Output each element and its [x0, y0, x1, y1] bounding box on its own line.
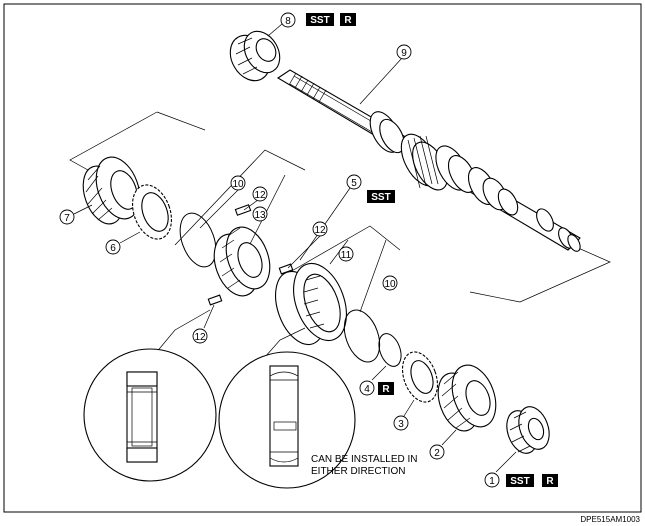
callout-12-top-label: 12: [254, 190, 266, 201]
callout-12-middle: 12: [312, 221, 328, 237]
snap-ring-4: [378, 333, 402, 367]
snap-ring-left: [179, 212, 217, 268]
badge-sst-bottom-label: SST: [510, 476, 529, 487]
detail-view-right: [218, 351, 356, 489]
callout-6: 6: [105, 239, 121, 255]
clutch-hub-13: [213, 226, 271, 297]
badge-sst-top: SST: [306, 13, 334, 26]
badge-sst-middle: SST: [367, 190, 395, 203]
diagram-border: [3, 3, 642, 513]
callout-3-label: 3: [398, 419, 404, 430]
badge-r-top: R: [340, 13, 356, 26]
sleeve-11: [275, 262, 347, 346]
callout-6-label: 6: [110, 243, 116, 254]
callout-4-label: 4: [364, 384, 370, 395]
badge-sst-middle-label: SST: [371, 192, 390, 203]
callout-1: 1: [484, 472, 500, 488]
callout-11-label: 11: [341, 250, 352, 261]
badge-r-part4-label: R: [382, 384, 390, 395]
callout-12-top: 12: [252, 186, 268, 202]
bearing-top: [229, 30, 281, 82]
callout-7: 7: [59, 209, 75, 225]
callout-12-lower: 12: [192, 328, 208, 344]
callout-10-right: 10: [382, 275, 398, 291]
callout-10-right-label: 10: [384, 279, 396, 290]
synchronizer-ring-6: [132, 184, 172, 240]
callout-10-left-label: 10: [232, 179, 244, 190]
badge-r-top-label: R: [344, 15, 352, 26]
installation-note-line-1: CAN BE INSTALLED IN: [311, 454, 418, 465]
gear-part-7: [82, 156, 141, 225]
callout-7-label: 7: [64, 213, 70, 224]
callout-5: 5: [346, 174, 362, 190]
callout-10-left: 10: [230, 175, 246, 191]
callout-9: 9: [396, 44, 412, 60]
snap-ring-right: [343, 309, 381, 363]
badge-r-bottom: R: [542, 474, 558, 487]
gear-part-2: [437, 364, 497, 432]
callout-13: 13: [252, 206, 268, 222]
badge-sst-top-label: SST: [310, 15, 329, 26]
callout-2: 2: [429, 444, 445, 460]
bearing-1: [506, 406, 550, 454]
callout-12-lower-label: 12: [194, 332, 206, 343]
synchronizer-ring-3: [401, 351, 439, 403]
callout-3: 3: [393, 415, 409, 431]
callout-2-label: 2: [434, 448, 440, 459]
key-lower: [207, 294, 223, 306]
callout-12-middle-label: 12: [314, 225, 326, 236]
figure-code: DPE515AM1003: [580, 515, 640, 524]
callout-13-label: 13: [254, 210, 266, 221]
callout-8-label: 8: [285, 16, 291, 27]
badge-sst-bottom: SST: [506, 474, 534, 487]
detail-view-left: [83, 348, 217, 482]
callout-9-label: 9: [401, 48, 407, 59]
callout-5-label: 5: [351, 178, 357, 189]
callout-4: 4: [359, 380, 375, 396]
callout-8: 8: [280, 12, 296, 28]
callout-11: 11: [338, 246, 354, 262]
badge-r-bottom-label: R: [546, 476, 554, 487]
callout-1-label: 1: [489, 476, 495, 487]
key-top: [234, 204, 252, 216]
installation-note-line-2: EITHER DIRECTION: [311, 466, 405, 477]
main-shaft: [276, 69, 581, 252]
badge-r-part4: R: [378, 382, 394, 395]
